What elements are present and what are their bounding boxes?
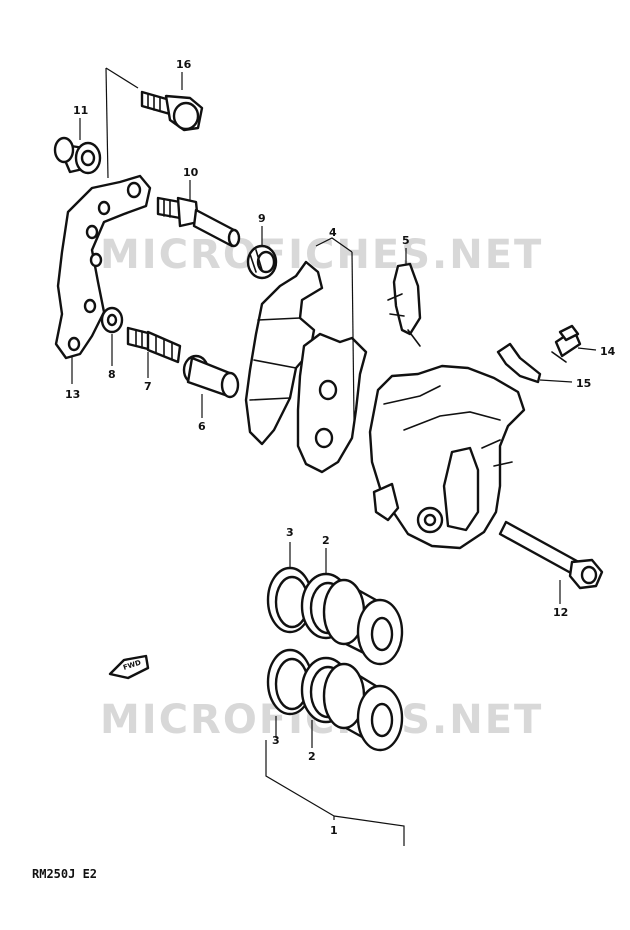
- part-6-sleeve: [182, 354, 240, 399]
- piston-lower: [322, 662, 404, 752]
- callout-2-upper: 2: [322, 534, 330, 547]
- part-4-brake-pads: [244, 260, 368, 474]
- callout-16: 16: [176, 58, 192, 71]
- callout-3-lower: 3: [272, 734, 280, 747]
- part-12-bolt: [498, 520, 604, 590]
- part-3-seal-lower: [266, 648, 314, 716]
- callout-15: 15: [576, 377, 591, 390]
- part-16-bolt: [140, 90, 204, 132]
- callout-11: 11: [73, 104, 88, 117]
- caliper-body: [368, 364, 526, 550]
- part-8-washer: [100, 306, 124, 334]
- part-9-boot: [246, 244, 278, 280]
- callout-8: 8: [108, 368, 116, 381]
- callout-1: 1: [330, 824, 338, 837]
- callout-5: 5: [402, 234, 410, 247]
- part-10-pin-bolt: [156, 196, 241, 248]
- watermark-top: MICROFICHES.NET: [100, 232, 543, 278]
- callout-7: 7: [144, 380, 152, 393]
- callout-2-lower: 2: [308, 750, 316, 763]
- piston-upper: [322, 578, 404, 666]
- callout-12: 12: [553, 606, 568, 619]
- part-13-bracket: [54, 174, 152, 360]
- part-14-bleeder-valve: [551, 324, 582, 363]
- callout-4: 4: [329, 226, 337, 239]
- forward-arrow-icon: FWD: [108, 654, 150, 680]
- part-15-bleeder-cap: [496, 342, 542, 384]
- callout-3-upper: 3: [286, 526, 294, 539]
- callout-13: 13: [65, 388, 80, 401]
- callout-9: 9: [258, 212, 266, 225]
- leader-lines: [71, 67, 597, 846]
- callout-6: 6: [198, 420, 206, 433]
- callout-14: 14: [600, 345, 616, 358]
- part-7-pin: [126, 326, 182, 364]
- diagram-code: RM250J E2: [32, 867, 97, 881]
- part-11-collar: [53, 136, 102, 175]
- part-5-pad-spring: [387, 262, 422, 347]
- callout-10: 10: [183, 166, 199, 179]
- callout-numbers: 16 11 10 9 4 5 14 15 13 8 7 6 12 3 2 3 2…: [65, 58, 616, 837]
